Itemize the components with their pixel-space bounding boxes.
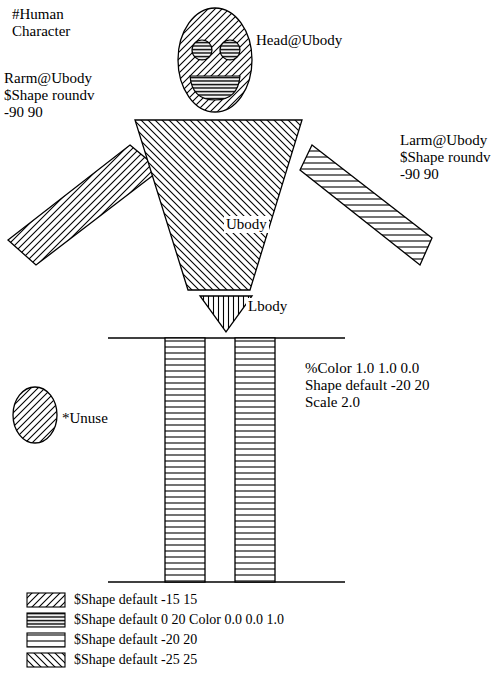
lower-ground-line	[108, 581, 345, 582]
shape-outline	[8, 145, 160, 265]
legend-swatch	[26, 652, 66, 668]
node-label: Head@Ubody	[256, 32, 366, 49]
shape-figure	[132, 118, 304, 292]
legend-swatch	[26, 632, 66, 648]
shape-outline	[178, 8, 252, 112]
legend-label: $Shape default -20 20	[74, 631, 197, 649]
legend-sample	[27, 613, 65, 627]
eye	[220, 40, 240, 60]
legend-row: $Shape default -15 15	[26, 591, 149, 609]
legend-label: $Shape default -15 15	[74, 591, 197, 609]
upper-ground-line	[108, 337, 345, 338]
node-label: %Color 1.0 1.0 0.0 Shape default -20 20 …	[305, 360, 440, 411]
legs: %Color 1.0 1.0 0.0 Shape default -20 20 …	[160, 338, 470, 582]
legend-row: $Shape default -25 25	[26, 651, 149, 669]
legend-row: $Shape default -20 20	[26, 631, 149, 649]
legend-sample	[27, 653, 65, 667]
legend-label: $Shape default 0 20 Color 0.0 0.0 1.0	[74, 611, 284, 629]
node-label: Lbody	[246, 298, 289, 315]
shape-figure	[6, 142, 166, 270]
shape-outline	[135, 120, 302, 290]
legend-sample	[27, 593, 65, 607]
shape-outline	[13, 387, 57, 443]
upper-body: Ubody	[132, 118, 304, 292]
mouth	[190, 76, 240, 100]
node-label: Rarm@Ubody $Shape roundv -90 90	[4, 70, 96, 121]
eye	[192, 40, 212, 60]
lower-body: Lbody	[196, 294, 256, 334]
shape-outline	[200, 296, 252, 332]
right-arm: Rarm@Ubody $Shape roundv -90 90	[6, 142, 166, 270]
shape-figure	[12, 386, 58, 444]
unused-oval: *Unuse	[12, 386, 58, 444]
leg	[165, 338, 205, 582]
node-label: Larm@Ubody $Shape roundv -90 90	[400, 132, 492, 183]
diagram-title: #Human Character	[12, 6, 94, 40]
node-label: *Unuse	[62, 410, 132, 427]
legend-row: $Shape default 0 20 Color 0.0 0.0 1.0	[26, 611, 236, 629]
head-oval: Head@Ubody	[176, 6, 254, 114]
legend-swatch	[26, 612, 66, 628]
legend-swatch	[26, 592, 66, 608]
leg	[235, 338, 275, 582]
left-arm: Larm@Ubody $Shape roundv -90 90	[296, 142, 436, 270]
shape-figure	[176, 6, 254, 114]
legend-sample	[27, 633, 65, 647]
legend-label: $Shape default -25 25	[74, 651, 197, 669]
node-label: Ubody	[224, 216, 269, 233]
